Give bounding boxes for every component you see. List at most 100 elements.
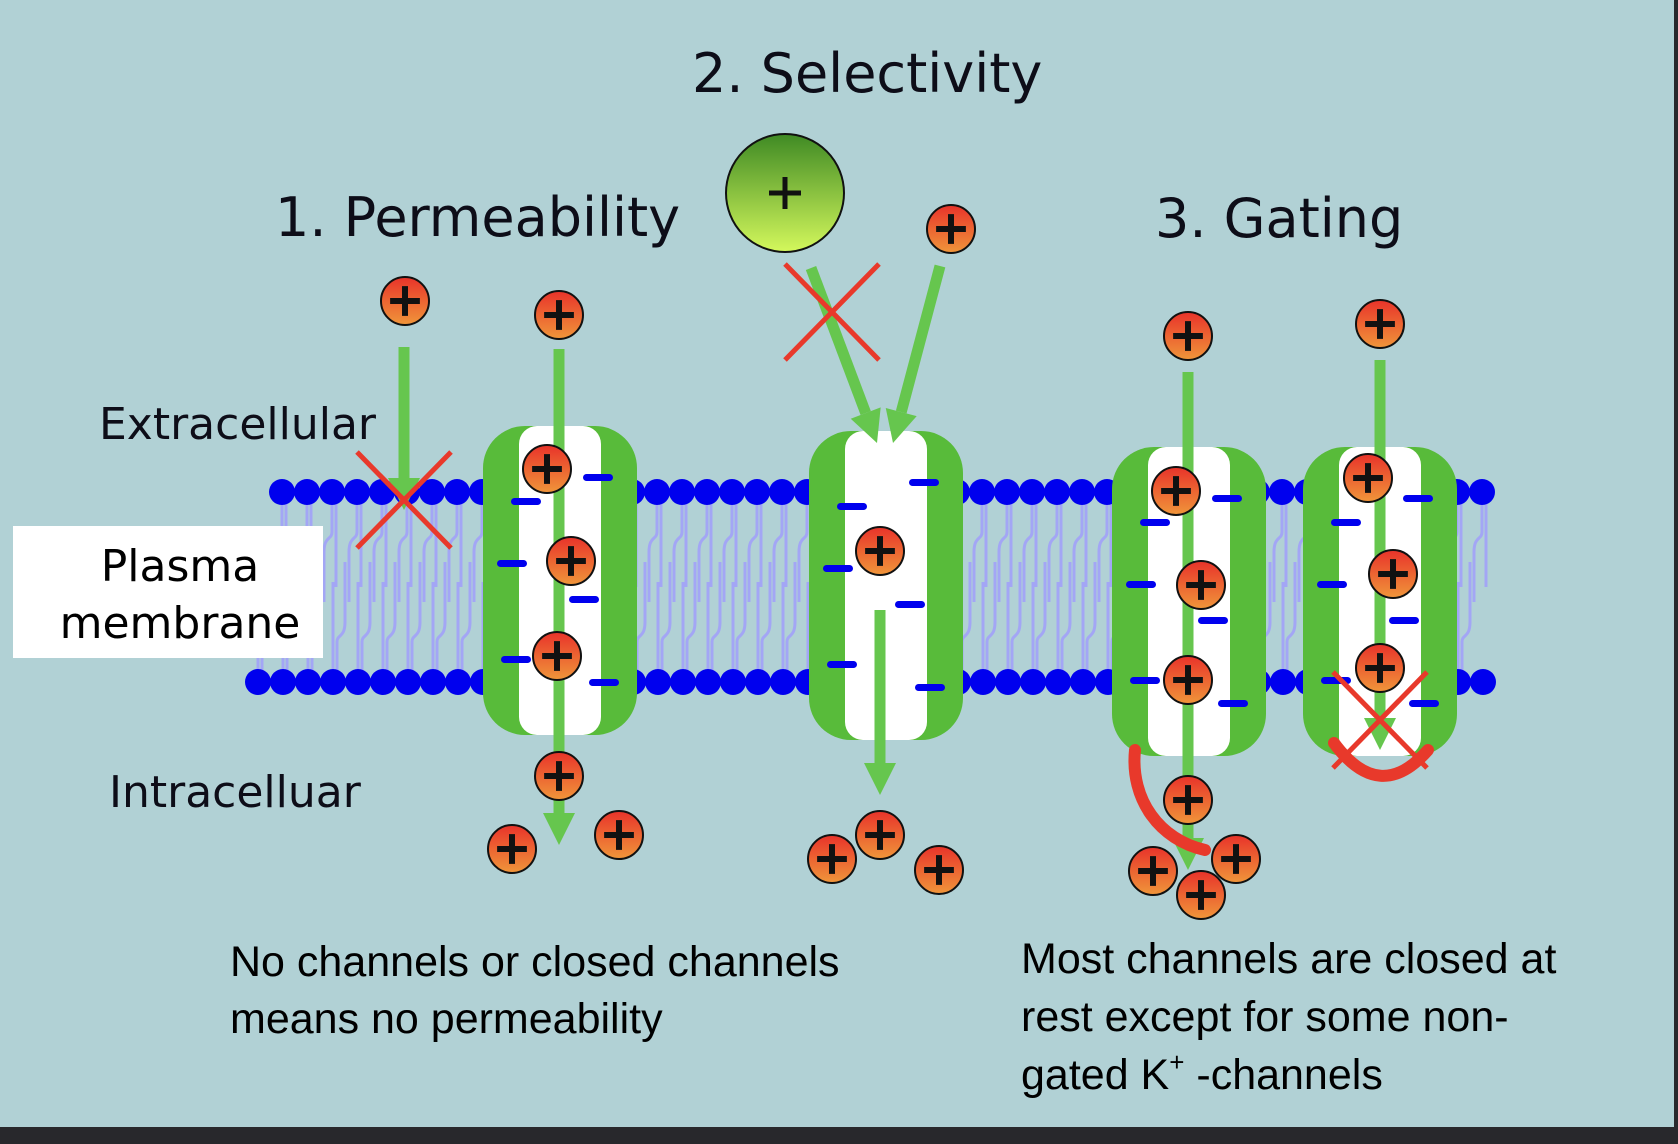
caption-gating-line2: rest except for some non- xyxy=(1021,993,1509,1041)
lipid-head xyxy=(420,669,446,695)
lipid-tail xyxy=(697,502,709,602)
negative-charge xyxy=(1218,700,1248,707)
lipid-head xyxy=(445,669,471,695)
plus-sign-v xyxy=(877,536,883,566)
cation xyxy=(1368,549,1418,599)
block-mark-membrane xyxy=(355,450,453,550)
plus-sign-v xyxy=(1185,321,1191,351)
lipid-tail xyxy=(1010,562,1022,672)
negative-charge xyxy=(1403,495,1433,502)
plus-sign-v xyxy=(829,844,835,874)
cation xyxy=(914,845,964,895)
lipid-head xyxy=(995,669,1021,695)
lipid-tail xyxy=(435,562,447,672)
caption-gating-line3-post: -channels xyxy=(1184,1051,1382,1099)
negative-charge xyxy=(1140,519,1170,526)
lipid-head xyxy=(769,479,795,505)
lipid-tail xyxy=(1022,502,1034,602)
plus-sign-v xyxy=(556,300,562,330)
negative-charge xyxy=(511,498,541,505)
caption-gating: Most channels are closed at rest except … xyxy=(1021,935,1556,1099)
lipid-tail xyxy=(685,562,697,672)
plus-sign-v xyxy=(1185,785,1191,815)
lipid-head xyxy=(969,479,995,505)
lipid-head xyxy=(994,479,1020,505)
lipid-tail xyxy=(472,502,484,602)
lipid-head xyxy=(1045,669,1071,695)
plus-sign-v xyxy=(782,177,788,209)
lipid-tail xyxy=(735,562,747,672)
lipid-head xyxy=(1270,669,1296,695)
lipid-head xyxy=(294,479,320,505)
lipid-head xyxy=(770,669,796,695)
lipid-head xyxy=(320,669,346,695)
plus-sign-v xyxy=(1198,880,1204,910)
lipid-tail xyxy=(385,562,397,672)
lipid-tail xyxy=(322,502,334,602)
plus-sign-v xyxy=(1173,476,1179,506)
arrow-head xyxy=(543,813,575,845)
negative-charge xyxy=(1389,617,1419,624)
arrow-head xyxy=(388,478,420,510)
cation xyxy=(380,276,430,326)
plasma-membrane-label-line2: membrane xyxy=(60,598,301,649)
lipid-tail xyxy=(635,562,647,672)
lipid-tail xyxy=(747,502,759,602)
arrow-blocked-membrane xyxy=(388,347,420,510)
negative-charge xyxy=(1317,581,1347,588)
caption-gating-line3-pre: gated K xyxy=(1021,1051,1170,1099)
lipid-tail xyxy=(972,502,984,602)
lipid-head xyxy=(644,479,670,505)
lipid-tail xyxy=(772,502,784,602)
caption-permeability-line2: means no permeability xyxy=(230,995,663,1043)
lipid-tail xyxy=(1060,562,1072,672)
plus-sign-v xyxy=(509,834,515,864)
lipid-head xyxy=(269,479,295,505)
lipid-head xyxy=(1044,479,1070,505)
lipid-head xyxy=(395,669,421,695)
negative-charge xyxy=(1409,700,1439,707)
lipid-head xyxy=(419,479,445,505)
negative-charge xyxy=(1130,677,1160,684)
title-selectivity: 2. Selectivity xyxy=(692,42,1042,105)
arrow-channel2-flow xyxy=(864,610,896,795)
negative-charge xyxy=(569,596,599,603)
lipid-head xyxy=(694,479,720,505)
lipid-head xyxy=(270,669,296,695)
negative-charge xyxy=(837,503,867,510)
lipid-tail xyxy=(1272,502,1284,602)
caption-gating-line3: gated K+ -channels xyxy=(1021,1047,1383,1099)
lipid-tail xyxy=(410,562,422,672)
cross-stroke xyxy=(783,262,881,362)
cation xyxy=(1355,299,1405,349)
lipid-head xyxy=(1269,479,1295,505)
title-permeability: 1. Permeability xyxy=(275,186,680,249)
lipid-tail xyxy=(672,502,684,602)
cation xyxy=(926,204,976,254)
lipid-head xyxy=(719,479,745,505)
lipid-tail xyxy=(347,502,359,602)
negative-charge xyxy=(915,684,945,691)
lipid-head xyxy=(370,669,396,695)
plus-sign-v xyxy=(1377,653,1383,683)
large-ion xyxy=(725,133,845,253)
plus-sign-v xyxy=(1233,844,1239,874)
cation xyxy=(534,751,584,801)
cation xyxy=(1176,560,1226,610)
plus-sign-v xyxy=(1185,665,1191,695)
arrow-small-ion-selectivity xyxy=(885,264,946,443)
lipid-head xyxy=(295,669,321,695)
lipid-tail xyxy=(1085,562,1097,672)
cation xyxy=(807,834,857,884)
cation xyxy=(1163,655,1213,705)
plus-sign-v xyxy=(1365,463,1371,493)
caption-gating-superscript: + xyxy=(1169,1047,1184,1077)
lipid-head xyxy=(1070,669,1096,695)
arrow-large-ion-attempt xyxy=(805,266,881,443)
lipid-head xyxy=(245,669,271,695)
negative-charge xyxy=(1331,519,1361,526)
title-gating: 3. Gating xyxy=(1155,187,1403,250)
lipid-tail xyxy=(1285,562,1297,672)
lipid-head xyxy=(319,479,345,505)
